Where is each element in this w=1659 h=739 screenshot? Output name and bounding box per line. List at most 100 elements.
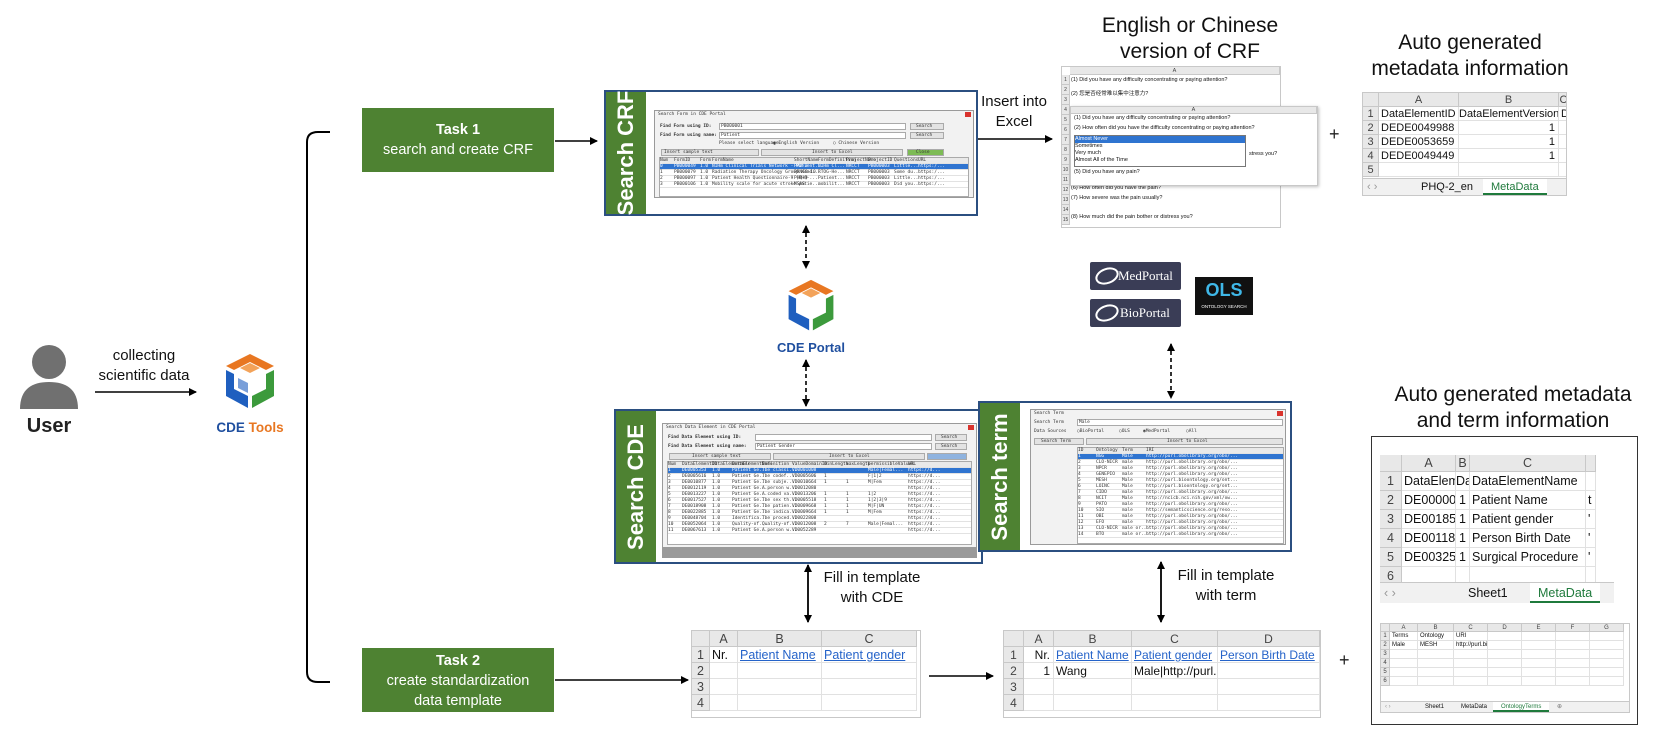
terms-cell[interactable] [1390,668,1418,677]
terms-cell[interactable] [1418,677,1454,686]
terms-cell[interactable] [1522,632,1556,641]
template2-cell[interactable] [1218,663,1320,679]
terms-cell[interactable] [1418,650,1454,659]
meta1-cell[interactable] [1559,135,1566,149]
template2-cell[interactable]: Male|http://purl.bioontology.org/ontolog… [1132,663,1218,679]
terms-cell[interactable] [1522,677,1556,686]
terms-cell[interactable] [1522,668,1556,677]
crf-insert-sample-button[interactable]: Insert sample text [661,149,759,156]
cde-insert-excel-button[interactable]: Insert to Excel [773,453,925,460]
template2-cell[interactable]: Wang [1054,663,1132,679]
terms-cell[interactable] [1390,650,1418,659]
meta2-cell[interactable]: Person Birth Date [1470,529,1586,548]
meta2-cell[interactable]: Patient gender [1470,510,1586,529]
cde-search-name-button[interactable]: Search [935,443,967,450]
terms-cell[interactable] [1522,650,1556,659]
meta2-cell[interactable]: DE0000025 [1402,491,1456,510]
terms-cell[interactable] [1556,632,1590,641]
dropdown-option[interactable]: Almost Never [1075,136,1245,143]
dropdown-option[interactable]: Almost All of the Time [1075,157,1128,163]
meta2-cell[interactable]: DE0011888 [1402,529,1456,548]
crf-find-name-input[interactable]: Patient [719,132,906,139]
template2-cell[interactable] [1132,679,1218,695]
template1-cell[interactable] [710,663,738,679]
terms-cell[interactable] [1556,641,1590,650]
add-sheet-icon[interactable]: ⊕ [1557,704,1563,710]
crf-chinese-radio[interactable]: ○ Chinese Version [833,141,880,146]
cde-find-id-input[interactable] [755,434,932,441]
terms-cell[interactable]: Male [1390,641,1418,650]
meta2-cell[interactable]: ' [1586,548,1596,567]
terms-cell[interactable] [1556,677,1590,686]
sheet-tab[interactable]: MetaData [1530,583,1601,603]
meta2-cell[interactable]: DataElementName [1470,472,1586,491]
meta1-cell[interactable]: D [1559,107,1566,121]
terms-cell[interactable] [1590,641,1624,650]
template1-cell[interactable]: Patient Name [738,647,822,663]
terms-cell[interactable]: URI [1454,632,1488,641]
meta2-cell[interactable]: DE0032578 [1402,548,1456,567]
dropdown-option[interactable]: Sometimes [1075,143,1103,149]
terms-cell[interactable] [1556,659,1590,668]
meta2-cell[interactable]: DE0018563 [1402,510,1456,529]
meta1-cell[interactable] [1459,163,1559,177]
close-icon[interactable] [1277,411,1283,416]
meta1-cell[interactable] [1559,121,1566,135]
meta1-cell[interactable]: 1 [1459,149,1559,163]
term-source-ols[interactable]: ○OLS [1119,429,1130,434]
template2-cell[interactable] [1218,695,1320,711]
sheet-nav-arrows[interactable]: ‹ › [1384,586,1396,600]
close-icon[interactable] [968,425,974,430]
term-source-medportal[interactable]: ◉MedPortal [1143,429,1171,434]
terms-cell[interactable] [1390,677,1418,686]
terms-cell[interactable] [1488,668,1522,677]
template1-cell[interactable] [822,679,917,695]
template2-cell[interactable]: 1 [1024,663,1054,679]
template2-cell[interactable] [1218,679,1320,695]
template2-cell[interactable] [1132,695,1218,711]
terms-cell[interactable] [1590,632,1624,641]
terms-cell[interactable] [1454,668,1488,677]
meta2-cell[interactable]: 1 [1456,491,1470,510]
sheet-tab[interactable]: PHQ-2_en [1421,181,1473,193]
crf-close-button[interactable]: Close [907,149,944,156]
terms-cell[interactable] [1488,650,1522,659]
close-icon[interactable] [965,112,971,117]
sheet-tab[interactable]: MetaData [1483,179,1547,195]
terms-cell[interactable] [1522,641,1556,650]
template2-cell[interactable]: Person Birth Date [1218,647,1320,663]
meta1-cell[interactable]: DEDE0049988 [1379,121,1459,135]
template2-cell[interactable]: Patient Name [1054,647,1132,663]
terms-cell[interactable] [1418,659,1454,668]
template1-cell[interactable] [738,695,822,711]
sheet-nav-arrows[interactable]: ‹ › [1385,704,1391,710]
term-source-all[interactable]: ○All [1186,429,1197,434]
term-search-input[interactable]: Male [1077,419,1283,426]
template1-cell[interactable] [822,695,917,711]
template2-cell[interactable] [1024,679,1054,695]
meta1-cell[interactable] [1559,149,1566,163]
crf-insert-excel-button[interactable]: Insert to Excel [761,149,903,156]
meta2-cell[interactable]: Patient Name [1470,491,1586,510]
terms-cell[interactable] [1488,677,1522,686]
meta2-cell[interactable]: 1 [1456,510,1470,529]
meta2-cell[interactable]: Surgical Procedure [1470,548,1586,567]
meta2-cell[interactable]: 1 [1456,529,1470,548]
terms-cell[interactable] [1590,677,1624,686]
